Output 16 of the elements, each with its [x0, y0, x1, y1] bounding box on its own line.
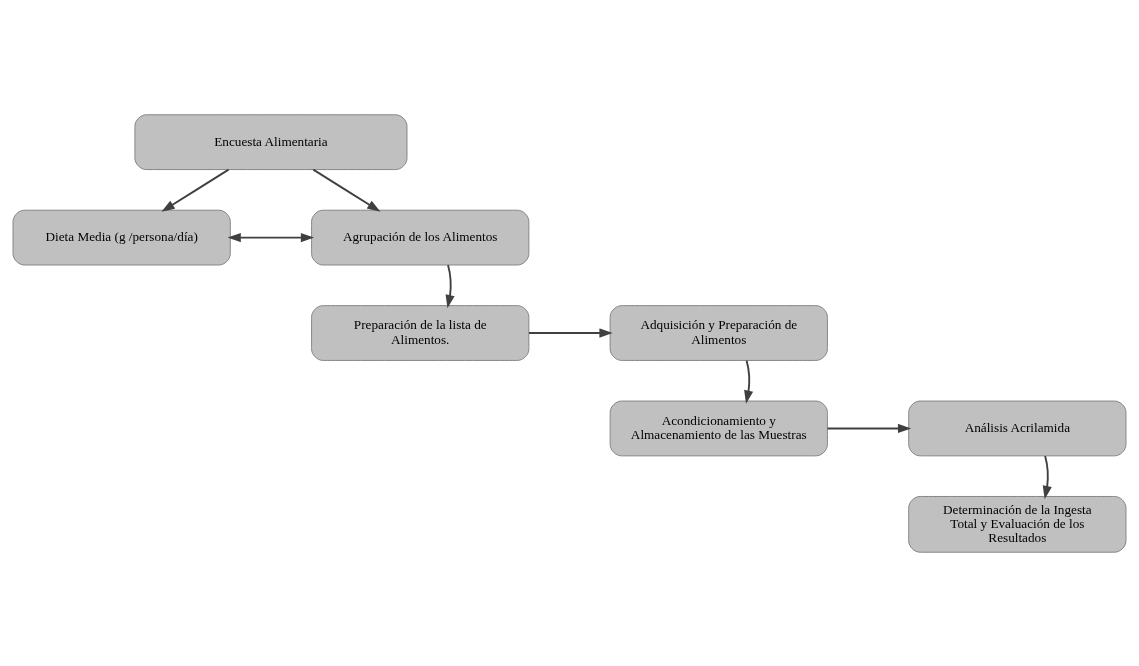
node-box: Encuesta Alimentaria [134, 113, 408, 170]
node-box: Agrupación de los Alimentos [311, 209, 530, 265]
node-box: Dieta Media (g /persona/día) [12, 209, 231, 265]
arrow [1042, 454, 1052, 499]
arrow [744, 359, 754, 404]
node-box: Determinación de la Ingesta Total y Evaluación de los Resultados [908, 495, 1127, 553]
node-box: Acondicionamiento y Almacenamiento de las Muestras [609, 400, 828, 456]
node-box: Análisis Acrilamida [908, 400, 1127, 456]
arrow [445, 263, 455, 308]
node-box: Adquisición y Preparación de Alimentos [609, 304, 828, 361]
node-box: Preparación de la lista de Alimentos. [311, 304, 530, 361]
arrow [161, 168, 230, 212]
arrow [227, 232, 315, 242]
arrow [826, 423, 912, 433]
arrow [528, 327, 613, 338]
arrow [312, 168, 381, 212]
